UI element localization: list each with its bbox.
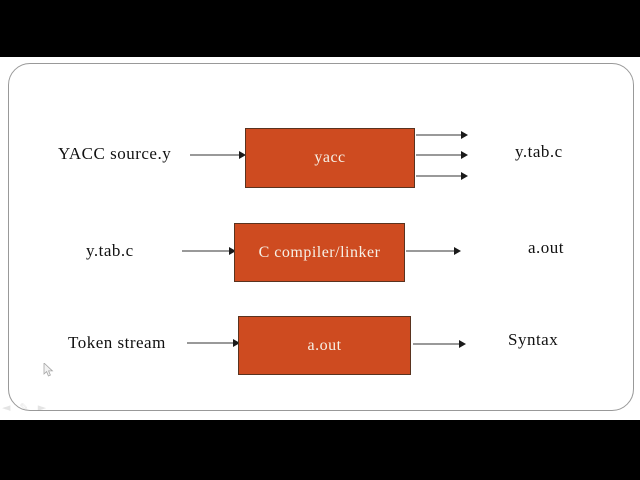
arrow-right-icon bbox=[187, 339, 240, 347]
arrow-right-icon bbox=[416, 172, 468, 180]
next-slide-icon[interactable]: ► bbox=[37, 401, 47, 414]
pen-tool-icon[interactable]: ✎ bbox=[19, 401, 29, 414]
process-box-compiler: C compiler/linker bbox=[234, 223, 405, 282]
arrow-right-icon bbox=[182, 247, 236, 255]
arrow-right-icon bbox=[416, 131, 468, 139]
arrow-right-icon bbox=[406, 247, 461, 255]
output-label: y.tab.c bbox=[515, 142, 563, 161]
process-box-yacc: yacc bbox=[245, 128, 415, 188]
previous-slide-icon[interactable]: ◄ bbox=[2, 401, 11, 414]
slide-frame-border bbox=[8, 63, 634, 411]
process-box-label: yacc bbox=[314, 149, 346, 166]
input-label: YACC source.y bbox=[58, 144, 172, 163]
output-label: Syntax bbox=[508, 330, 559, 349]
input-label: y.tab.c bbox=[86, 241, 134, 260]
arrow-right-icon bbox=[413, 340, 466, 348]
mouse-pointer-icon bbox=[43, 363, 54, 377]
process-box-aout: a.out bbox=[238, 316, 411, 375]
process-box-label: a.out bbox=[307, 336, 342, 354]
arrow-right-icon bbox=[190, 151, 246, 159]
output-label: a.out bbox=[528, 238, 565, 257]
arrow-right-icon bbox=[416, 151, 468, 159]
slideshow-controls: ◄ ✎ ► bbox=[2, 402, 46, 414]
input-label: Token stream bbox=[68, 333, 166, 352]
process-box-label: C compiler/linker bbox=[258, 243, 381, 261]
